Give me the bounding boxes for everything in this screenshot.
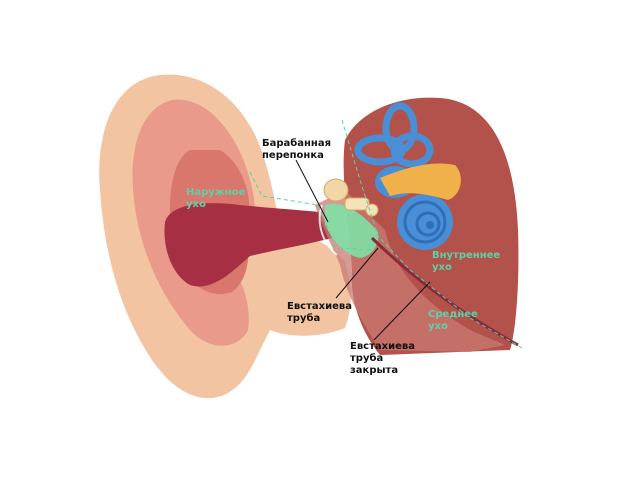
eustachian-tube-closed (370, 236, 519, 347)
cochlea-turn-2 (415, 211, 441, 237)
semicircular-canal-2 (354, 134, 406, 166)
label-eardrum: Барабанная перепонка (262, 138, 331, 161)
label-eustachian-tube-closed: Евстахиева труба закрыта (350, 341, 415, 376)
label-outer-ear: Наружное ухо (186, 187, 246, 210)
semicircular-canal-3 (390, 132, 434, 168)
ossicle-incus (344, 197, 370, 211)
pointer-eustachian-tube-closed (373, 281, 431, 341)
ear-canal (164, 203, 332, 287)
boundary-middle-inner (341, 119, 523, 349)
boundary-outer-middle (249, 171, 373, 251)
cochlea-turn-3 (426, 221, 434, 229)
pointer-eustachian-tube (335, 247, 379, 299)
pointer-eardrum (295, 159, 329, 223)
cochlea-turn-1 (403, 200, 447, 244)
ossicle-malleus (323, 178, 349, 202)
label-eustachian-tube: Евстахиева труба (287, 301, 352, 324)
auditory-nerve (380, 163, 461, 200)
label-middle-ear: Среднее ухо (428, 309, 478, 332)
eardrum-edge (318, 204, 338, 256)
ossicle-stapes (365, 203, 379, 217)
label-inner-ear: Внутреннее ухо (432, 250, 501, 273)
eardrum-membrane (325, 203, 379, 258)
